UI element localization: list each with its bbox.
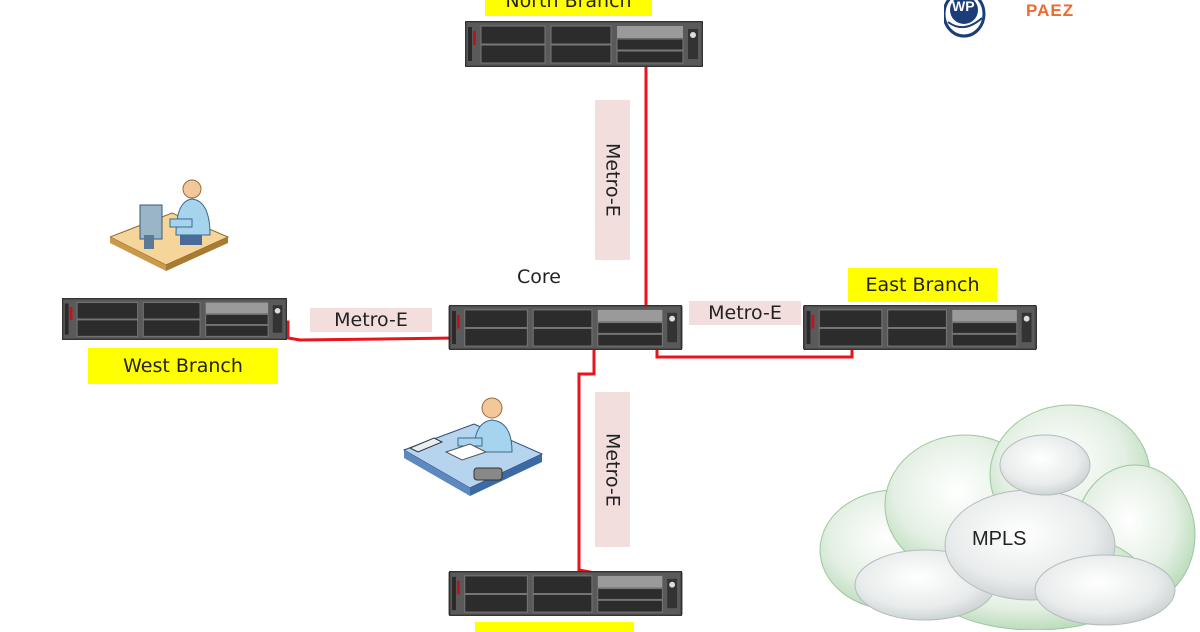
- east-branch-label: East Branch: [848, 268, 997, 302]
- link-label-west: Metro-E: [310, 308, 432, 332]
- south-branch-label: [475, 622, 634, 632]
- server-south: [448, 571, 683, 616]
- north-branch-label: North Branch: [485, 0, 652, 16]
- link-label-south: Metro-E: [595, 392, 630, 547]
- west-branch-label: West Branch: [88, 348, 278, 384]
- link-core-south: [577, 338, 596, 592]
- core-label: Core: [517, 266, 561, 288]
- link-label-north: Metro-E: [595, 100, 630, 260]
- desktop-user-icon: [110, 179, 230, 271]
- logo-icon: [944, 0, 986, 38]
- server-east: [803, 305, 1037, 350]
- logo-text: PAEZ: [1026, 1, 1075, 20]
- office-worker-icon: [402, 397, 544, 496]
- cloud-icon: [819, 404, 1196, 630]
- server-west: [62, 298, 287, 340]
- server-north: [465, 21, 703, 67]
- server-core: [448, 305, 683, 350]
- logo-letters: WP: [952, 0, 975, 14]
- cloud-label: MPLS: [972, 528, 1027, 550]
- link-label-east: Metro-E: [689, 301, 801, 325]
